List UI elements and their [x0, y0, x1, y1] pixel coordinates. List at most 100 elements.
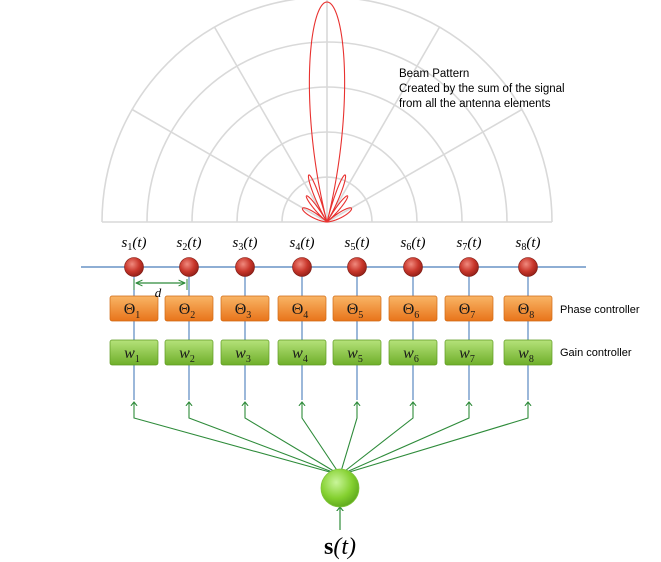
- gain-symbol: w: [124, 345, 135, 362]
- signal-index: 3: [238, 242, 243, 253]
- signal-arg: (t): [467, 235, 481, 251]
- phase-controller-box: [332, 295, 382, 322]
- phase-index: 5: [358, 310, 363, 321]
- signal-index: 2: [182, 242, 187, 253]
- signal-symbol: s: [289, 235, 295, 251]
- signal-symbol: s: [400, 235, 406, 251]
- gain-index: 4: [303, 354, 308, 365]
- gain-controller-box: [503, 339, 553, 366]
- signal-symbol: s: [515, 235, 521, 251]
- element-signal-label: s3(t): [232, 235, 257, 253]
- antenna-element: [459, 257, 479, 277]
- phase-symbol: Θ: [292, 301, 304, 318]
- antenna-element: [235, 257, 255, 277]
- gain-symbol: w: [235, 345, 246, 362]
- element-signal-label: s7(t): [456, 235, 481, 253]
- phase-controller-box: [503, 295, 553, 322]
- antenna-element: [124, 257, 144, 277]
- signal-arg: (t): [355, 235, 369, 251]
- phase-box-label: Θ2: [179, 301, 196, 321]
- signal-index: 8: [521, 242, 526, 253]
- gain-index: 7: [470, 354, 475, 365]
- phase-box-label: Θ4: [292, 301, 309, 321]
- phase-box-label: Θ6: [403, 301, 420, 321]
- phase-controller-box: [164, 295, 214, 322]
- phase-index: 1: [135, 310, 140, 321]
- gain-controller-label: Gain controller: [560, 347, 632, 359]
- element-signal-label: s4(t): [289, 235, 314, 253]
- gain-box-label: w6: [403, 345, 419, 365]
- signal-index: 7: [462, 242, 467, 253]
- phase-index: 8: [529, 310, 534, 321]
- signal-index: 4: [295, 242, 300, 253]
- polar-grid-ring: [101, 0, 553, 223]
- gain-box-label: w7: [459, 345, 475, 365]
- phase-index: 6: [414, 310, 419, 321]
- phase-box-label: Θ7: [459, 301, 476, 321]
- beam-pattern-note: Beam Pattern Created by the sum of the s…: [399, 67, 565, 112]
- polar-grid-spoke: [213, 26, 328, 223]
- gain-controller-box: [164, 339, 214, 366]
- element-signal-label: s2(t): [176, 235, 201, 253]
- gain-index: 8: [529, 354, 534, 365]
- antenna-element: [179, 257, 199, 277]
- phase-controller-box: [220, 295, 270, 322]
- element-signal-label: s8(t): [515, 235, 540, 253]
- beam-note-title: Beam Pattern: [399, 68, 470, 80]
- phase-controller-box: [109, 295, 159, 322]
- gain-controller-box: [220, 339, 270, 366]
- gain-index: 6: [414, 354, 419, 365]
- feed-line: [340, 402, 357, 473]
- signal-arg: (t): [526, 235, 540, 251]
- phase-box-label: Θ1: [124, 301, 141, 321]
- gain-symbol: w: [292, 345, 303, 362]
- phase-box-label: Θ5: [347, 301, 364, 321]
- antenna-elements: s1(t)s2(t)s3(t)s4(t)s5(t)s6(t)s7(t)s8(t): [121, 235, 541, 277]
- phase-controller-box: [444, 295, 494, 322]
- phase-box-label: Θ3: [235, 301, 252, 321]
- source-signal-arg: (t): [333, 534, 356, 560]
- feed-line: [302, 402, 339, 473]
- signal-arg: (t): [187, 235, 201, 251]
- antenna-element: [292, 257, 312, 277]
- polar-grid-spoke: [326, 26, 441, 223]
- antenna-element: [518, 257, 538, 277]
- gain-controller-box: [277, 339, 327, 366]
- beam-note-line2: from all the antenna elements: [399, 98, 551, 110]
- phase-symbol: Θ: [235, 301, 247, 318]
- gain-box-label: w3: [235, 345, 251, 365]
- phase-symbol: Θ: [124, 301, 136, 318]
- signal-symbol: s: [232, 235, 238, 251]
- gain-controller-box: [388, 339, 438, 366]
- feed-line: [245, 402, 336, 473]
- phase-box-label: Θ8: [518, 301, 535, 321]
- element-wires: [133, 267, 529, 400]
- gain-box-label: w5: [347, 345, 363, 365]
- gain-box-label: w1: [124, 345, 140, 365]
- phase-controller-box: [277, 295, 327, 322]
- source-signal-label: s(t): [324, 534, 356, 560]
- element-signal-label: s1(t): [121, 235, 146, 253]
- polar-grid: [101, 0, 553, 223]
- signal-arg: (t): [243, 235, 257, 251]
- phase-symbol: Θ: [459, 301, 471, 318]
- gain-symbol: w: [347, 345, 358, 362]
- beam-note-line1: Created by the sum of the signal: [399, 83, 565, 95]
- feed-line: [189, 402, 333, 473]
- phase-symbol: Θ: [347, 301, 359, 318]
- phase-index: 4: [303, 310, 308, 321]
- signal-arg: (t): [300, 235, 314, 251]
- phase-index: 3: [246, 310, 251, 321]
- element-signal-label: s5(t): [344, 235, 369, 253]
- signal-symbol: s: [176, 235, 182, 251]
- gain-index: 5: [358, 354, 363, 365]
- feed-line: [343, 402, 413, 473]
- phase-controller-label: Phase controller: [560, 304, 640, 316]
- signal-symbol: s: [456, 235, 462, 251]
- signal-symbol: s: [121, 235, 127, 251]
- gain-symbol: w: [518, 345, 529, 362]
- gain-controller-box: [109, 339, 159, 366]
- feed-line: [134, 402, 330, 473]
